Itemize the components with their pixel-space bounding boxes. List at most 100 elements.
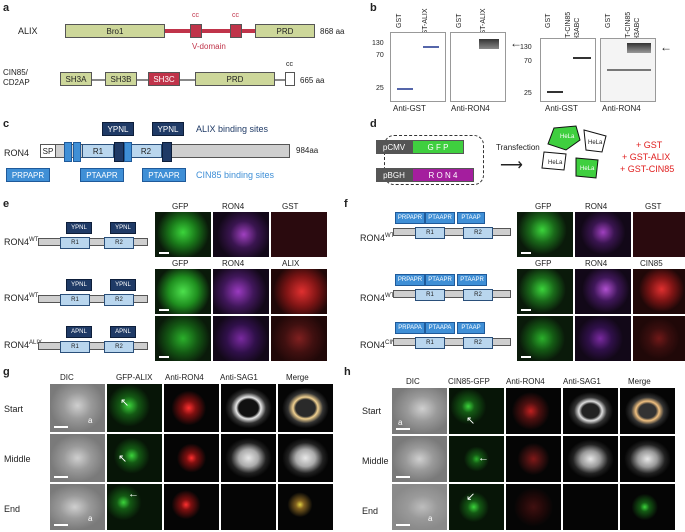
g-r2-arrow: ↖ [118, 453, 128, 465]
hela-cell-3 [541, 151, 567, 171]
sh3c-domain: SH3C [148, 72, 180, 86]
g-r2-sag1 [221, 434, 276, 482]
h-r2-ron4 [506, 436, 561, 482]
h-col-merge: Merge [628, 377, 651, 386]
e-col-gst-1: GST [282, 202, 299, 211]
lane-gst-1: GST [396, 13, 403, 28]
e-col-ron4-1: RON4 [222, 202, 245, 211]
e-col-ron4-2: RON4 [222, 259, 245, 268]
anti-gst-label-1: Anti-GST [393, 104, 426, 113]
blot-anti-gst-1 [390, 32, 446, 102]
h-row-middle: Middle [362, 456, 389, 466]
f-r1-ron4 [575, 212, 631, 257]
sh3a-domain: SH3A [60, 72, 92, 86]
g-col-anti-sag1: Anti-SAG1 [220, 373, 258, 382]
plasmid-outline [384, 135, 484, 185]
hela-cells [541, 125, 607, 179]
cin-marker-3 [124, 142, 132, 162]
cin-marker-2 [73, 142, 81, 162]
cin85-length: 665 aa [300, 76, 325, 85]
f-r1-gfp [517, 212, 573, 257]
anti-ron4-label-2: Anti-RON4 [602, 104, 641, 113]
h-r3-merge [620, 484, 675, 530]
hela-label-4: HeLa [580, 166, 595, 172]
f-r2-cin85 [633, 269, 685, 314]
f-r2-ron4 [575, 269, 631, 314]
f-col-ron4-2: RON4 [585, 259, 608, 268]
r2-domain: R2 [130, 144, 162, 158]
cc-domain-1 [190, 24, 202, 38]
cin85-label-2: CD2AP [3, 78, 30, 87]
g-row-start: Start [4, 404, 24, 414]
e-row3-label: RON4ALIX [4, 340, 43, 350]
g-r3-dic: a [50, 484, 105, 530]
g-r3-ron4 [164, 484, 219, 530]
mw-25-1: 25 [376, 85, 384, 92]
transfection-label: Transfection [496, 143, 540, 152]
hela-label-1: HeLa [560, 134, 575, 140]
ypnl-box-1: YPNL [102, 122, 134, 136]
ron4-length: 984aa [296, 146, 319, 155]
f-col-gfp-1: GFP [535, 202, 552, 211]
blot-anti-gst-2 [540, 38, 596, 102]
h-r1-ron4 [506, 388, 561, 434]
g-r2-gfp [107, 434, 162, 482]
cc-domain-2 [230, 24, 242, 38]
cin85-sites-label: CIN85 binding sites [196, 170, 275, 180]
e-col-gfp-1: GFP [172, 202, 189, 211]
mw-25-2: 25 [524, 90, 532, 97]
g-r3-arrow: ← [128, 488, 139, 500]
e-r1-gfp [155, 212, 211, 257]
g-col-anti-ron4: Anti-RON4 [165, 373, 204, 382]
f-col-ron4-1: RON4 [585, 202, 608, 211]
f-r2-gfp [517, 269, 573, 314]
blot-anti-ron4-1 [450, 32, 506, 102]
g-r1-gfp [107, 384, 162, 432]
hela-label-2: HeLa [588, 140, 603, 146]
arrow-b1: ← [510, 36, 522, 50]
gfp-box: G F P [412, 140, 464, 154]
cin85-label-1: CIN85/ [3, 68, 28, 77]
ypnl-marker-1 [114, 142, 124, 162]
f-r1-gst [633, 212, 685, 257]
sh3b-domain: SH3B [105, 72, 137, 86]
h-r2-sag1 [563, 436, 618, 482]
g-col-merge: Merge [286, 373, 309, 382]
g-r1-dic: a [50, 384, 105, 432]
h-r3-gfp [449, 484, 504, 530]
sp-domain: SP [40, 144, 56, 158]
hela-cell-1 [547, 125, 581, 151]
panel-label-h: h [344, 366, 351, 378]
panel-label-d: d [370, 118, 377, 130]
cin85-cc-label: cc [286, 61, 293, 68]
gst-alix-condition: + GST-ALIX [622, 152, 671, 162]
mw-70-2: 70 [524, 58, 532, 65]
g-r3-gfp [107, 484, 162, 530]
e-col-alix-2: ALIX [282, 259, 300, 268]
h-r3-dic: a [392, 484, 447, 530]
gst-condition: + GST [636, 140, 663, 150]
e-col-gfp-2: GFP [172, 259, 189, 268]
g-r1-sag1 [221, 384, 276, 432]
e-r1-gst [271, 212, 327, 257]
e-row1-label: RON4WT [4, 237, 39, 247]
f-r3-ron4 [575, 316, 631, 361]
h-r1-dic: a [392, 388, 447, 434]
h-row-end: End [362, 506, 379, 516]
e-r3-gfp [155, 316, 211, 361]
panel-label-g: g [3, 366, 10, 378]
prpapr-box: PRPAPR [6, 168, 50, 182]
h-r2-merge [620, 436, 675, 482]
g-r2-ron4 [164, 434, 219, 482]
arrow-b2: ← [660, 40, 672, 54]
h-r2-dic [392, 436, 447, 482]
cc-label-2: cc [232, 12, 239, 19]
pbgh-box: pBGH [376, 168, 412, 182]
g-row-middle: Middle [4, 454, 31, 464]
mw-70-1: 70 [376, 52, 384, 59]
g-r3-sag1 [221, 484, 276, 530]
alix-sites-label: ALIX binding sites [196, 124, 269, 134]
f-col-gst-1: GST [645, 202, 662, 211]
cin-marker-1 [64, 142, 72, 162]
hela-label-3: HeLa [548, 160, 563, 166]
